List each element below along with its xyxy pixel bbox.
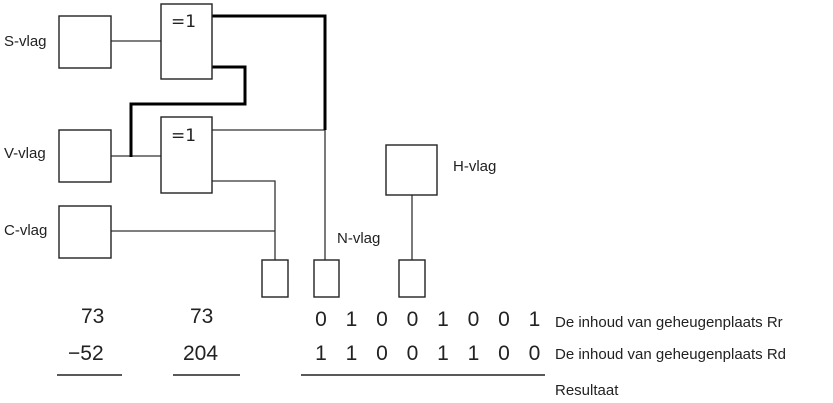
bit-rr-3: 0 [407, 308, 419, 331]
bit-cell-n [313, 259, 340, 298]
thick-wires [129, 14, 327, 157]
xor-gate-bottom [160, 116, 213, 194]
c-flag-box [58, 205, 112, 259]
v-flag-label: V-vlag [4, 145, 46, 162]
bit-rr-0: 0 [315, 308, 327, 331]
xor-gate-top-label: =1 [171, 12, 196, 32]
decimal-col1-b: −52 [68, 342, 104, 365]
bit-rr-5: 0 [468, 308, 480, 331]
bit-rr-1: 1 [346, 308, 358, 331]
bit-rr-7: 1 [529, 308, 541, 331]
bit-cell-h [398, 259, 426, 298]
bit-rr-4: 1 [437, 308, 449, 331]
xor-gate-bottom-label: =1 [171, 126, 196, 146]
h-flag-box [385, 144, 438, 196]
bit-rd-1: 1 [346, 342, 358, 365]
label-result: Resultaat [555, 382, 619, 399]
label-rr: De inhoud van geheugenplaats Rr [555, 314, 783, 331]
decimal-col1-a: 73 [81, 305, 104, 328]
bit-rd-4: 1 [437, 342, 449, 365]
decimal-col2-a: 73 [190, 305, 213, 328]
bit-rr-2: 0 [376, 308, 388, 331]
s-flag-label: S-vlag [4, 33, 47, 50]
bit-rd-2: 0 [376, 342, 388, 365]
decimal-col2-b: 204 [183, 342, 218, 365]
label-rd: De inhoud van geheugenplaats Rd [555, 346, 786, 363]
v-flag-box [58, 129, 112, 183]
bit-rr-6: 0 [498, 308, 510, 331]
xor-gate-top [160, 3, 213, 80]
s-flag-box [58, 15, 112, 69]
bit-rd-5: 1 [468, 342, 480, 365]
bit-rd-7: 0 [529, 342, 541, 365]
c-flag-label: C-vlag [4, 222, 47, 239]
thin-wires [111, 40, 413, 260]
bit-rd-0: 1 [315, 342, 327, 365]
bit-rd-3: 0 [407, 342, 419, 365]
bit-cell-carry [261, 259, 289, 298]
bit-rd-6: 0 [498, 342, 510, 365]
n-flag-label: N-vlag [337, 230, 380, 247]
h-flag-label: H-vlag [453, 158, 496, 175]
